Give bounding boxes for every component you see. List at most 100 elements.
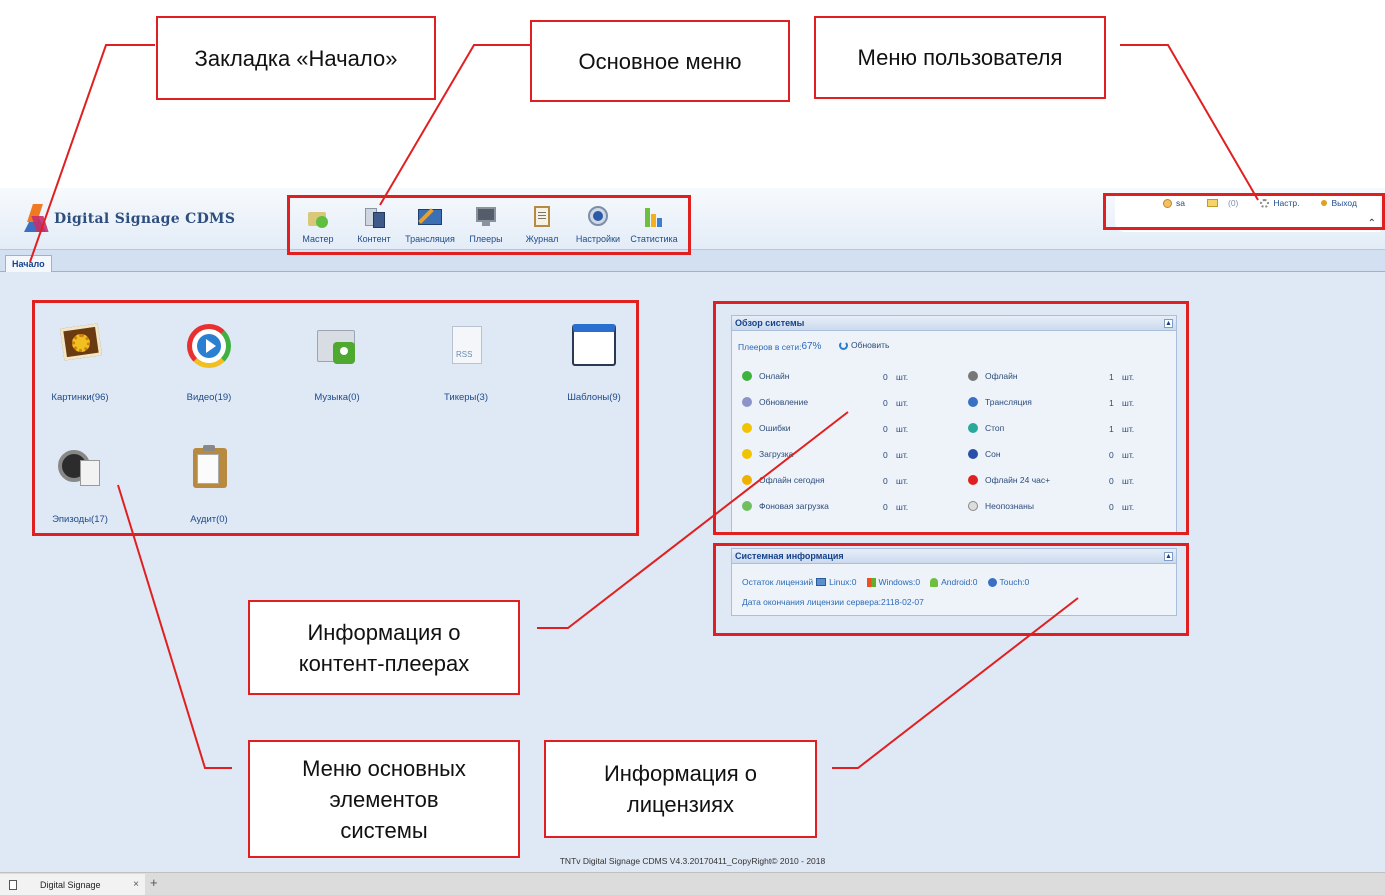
status-unit: шт. bbox=[1122, 372, 1135, 382]
callout-player-info: Информация о контент-плеерах bbox=[248, 600, 520, 695]
templates-icon bbox=[570, 322, 618, 370]
collapse-header-icon[interactable]: ⌃ bbox=[1367, 218, 1376, 229]
status-unit: шт. bbox=[896, 424, 909, 434]
status-count: 1 bbox=[1109, 424, 1114, 434]
desktop-item-video[interactable]: Видео(19) bbox=[159, 322, 259, 403]
status-unit: шт. bbox=[896, 502, 909, 512]
browser-tab-title: Digital Signage bbox=[40, 880, 101, 890]
status-label: Неопознаны bbox=[985, 501, 1034, 511]
close-tab-icon[interactable]: × bbox=[133, 879, 139, 890]
page-icon bbox=[9, 880, 17, 890]
menu-item-settings[interactable]: Настройки bbox=[570, 198, 626, 244]
windows-icon bbox=[866, 577, 876, 587]
status-loading: Загрузка bbox=[742, 449, 793, 459]
status-broadcast: Трансляция bbox=[968, 397, 1032, 407]
licenses-label: Остаток лицензий bbox=[742, 577, 814, 587]
app-logo: Digital Signage CDMS bbox=[22, 202, 235, 236]
video-icon bbox=[185, 322, 233, 370]
status-offline-icon bbox=[968, 371, 978, 381]
callout-home-tab: Закладка «Начало» bbox=[156, 16, 436, 100]
browser-tab-strip: Digital Signage × + bbox=[0, 872, 1385, 895]
license-touch: Touch:0 bbox=[999, 577, 1030, 587]
menu-item-players[interactable]: Плееры bbox=[458, 198, 514, 244]
status-loading-icon bbox=[742, 449, 752, 459]
license-remaining: Остаток лицензий Linux:0 Windows:0 Andro… bbox=[742, 577, 1029, 587]
status-unidentified: Неопознаны bbox=[968, 501, 1034, 511]
logout-label: Выход bbox=[1331, 198, 1357, 208]
user-account[interactable]: sa bbox=[1163, 198, 1185, 208]
status-stop-icon bbox=[968, 423, 978, 433]
status-updating-icon bbox=[742, 397, 752, 407]
menu-item-label: Журнал bbox=[525, 234, 559, 244]
status-label: Офлайн 24 час+ bbox=[985, 475, 1051, 485]
leader-line-player-info bbox=[537, 411, 849, 629]
logout-link[interactable]: Выход bbox=[1321, 198, 1357, 208]
menu-item-wizard[interactable]: Мастер bbox=[290, 198, 346, 244]
status-count: 0 bbox=[883, 424, 888, 434]
messages-link[interactable]: (0) bbox=[1206, 198, 1239, 208]
gear-icon bbox=[1260, 198, 1270, 208]
music-icon bbox=[313, 322, 361, 370]
collapse-panel-button[interactable]: ▲ bbox=[1164, 319, 1173, 328]
user-settings-link[interactable]: Настр. bbox=[1260, 198, 1299, 208]
refresh-button[interactable]: Обновить bbox=[839, 340, 890, 350]
desktop-item-label: Аудит(0) bbox=[190, 514, 228, 525]
status-offline-today: Офлайн сегодня bbox=[742, 475, 825, 485]
new-tab-button[interactable]: + bbox=[150, 875, 158, 890]
user-name: sa bbox=[1176, 198, 1185, 208]
callout-system-menu: Меню основных элементов системы bbox=[248, 740, 520, 858]
tab-home[interactable]: Начало bbox=[5, 255, 52, 272]
content-icon bbox=[362, 204, 386, 228]
status-count: 0 bbox=[1109, 476, 1114, 486]
main-menu: Мастер Контент Трансляция bbox=[290, 198, 682, 244]
refresh-icon bbox=[839, 340, 848, 350]
status-label: Трансляция bbox=[985, 397, 1032, 407]
desktop-item-music[interactable]: Музыка(0) bbox=[287, 322, 387, 403]
desktop-item-label: Музыка(0) bbox=[314, 392, 360, 403]
desktop-item-templates[interactable]: Шаблоны(9) bbox=[544, 322, 644, 403]
desktop-item-tickers[interactable]: RSS Тикеры(3) bbox=[416, 322, 516, 403]
status-label: Онлайн bbox=[759, 371, 790, 381]
menu-item-label: Плееры bbox=[469, 234, 503, 244]
status-label: Стоп bbox=[985, 423, 1005, 433]
license-linux: Linux:0 bbox=[829, 577, 857, 587]
statistics-icon bbox=[642, 204, 666, 228]
browser-tab[interactable]: Digital Signage × bbox=[0, 874, 145, 895]
journal-icon bbox=[530, 204, 554, 228]
callout-user-menu: Меню пользователя bbox=[814, 16, 1106, 99]
desktop-item-pictures[interactable]: Картинки(96) bbox=[30, 322, 130, 403]
menu-item-broadcast[interactable]: Трансляция bbox=[402, 198, 458, 244]
leader-line-home-tab bbox=[29, 44, 155, 263]
status-errors: Ошибки bbox=[742, 423, 791, 433]
messages-count: (0) bbox=[1227, 198, 1239, 208]
desktop-item-episodes[interactable]: Эпизоды(17) bbox=[30, 444, 130, 525]
status-count: 0 bbox=[883, 398, 888, 408]
callout-license-info: Информация о лицензиях bbox=[544, 740, 817, 838]
warning-icon bbox=[742, 423, 752, 433]
pictures-icon bbox=[56, 322, 104, 370]
status-stop: Стоп bbox=[968, 423, 1004, 433]
settings-icon bbox=[586, 204, 610, 228]
status-label: Офлайн сегодня bbox=[759, 475, 825, 485]
leader-line-system-menu bbox=[117, 484, 232, 769]
status-sleep-icon bbox=[968, 449, 978, 459]
status-count: 0 bbox=[883, 450, 888, 460]
question-icon bbox=[968, 501, 978, 511]
menu-item-statistics[interactable]: Статистика bbox=[626, 198, 682, 244]
status-updating: Обновление bbox=[742, 397, 808, 407]
wizard-icon bbox=[306, 204, 330, 228]
status-background-loading: Фоновая загрузка bbox=[742, 501, 829, 511]
user-settings-label: Настр. bbox=[1273, 198, 1300, 208]
desktop-item-audit[interactable]: Аудит(0) bbox=[159, 444, 259, 525]
collapse-panel-button[interactable]: ▲ bbox=[1164, 552, 1173, 561]
status-count: 1 bbox=[1109, 372, 1114, 382]
status-offline-24h-icon bbox=[968, 475, 978, 485]
logo-icon bbox=[22, 204, 49, 234]
status-count: 1 bbox=[1109, 398, 1114, 408]
user-menu: sa (0) Настр. Выход ⌃ bbox=[1115, 194, 1380, 232]
menu-item-content[interactable]: Контент bbox=[346, 198, 402, 244]
menu-item-journal[interactable]: Журнал bbox=[514, 198, 570, 244]
menu-item-label: Мастер bbox=[302, 234, 334, 244]
status-background-icon bbox=[742, 501, 752, 511]
license-windows: Windows:0 bbox=[878, 577, 921, 587]
